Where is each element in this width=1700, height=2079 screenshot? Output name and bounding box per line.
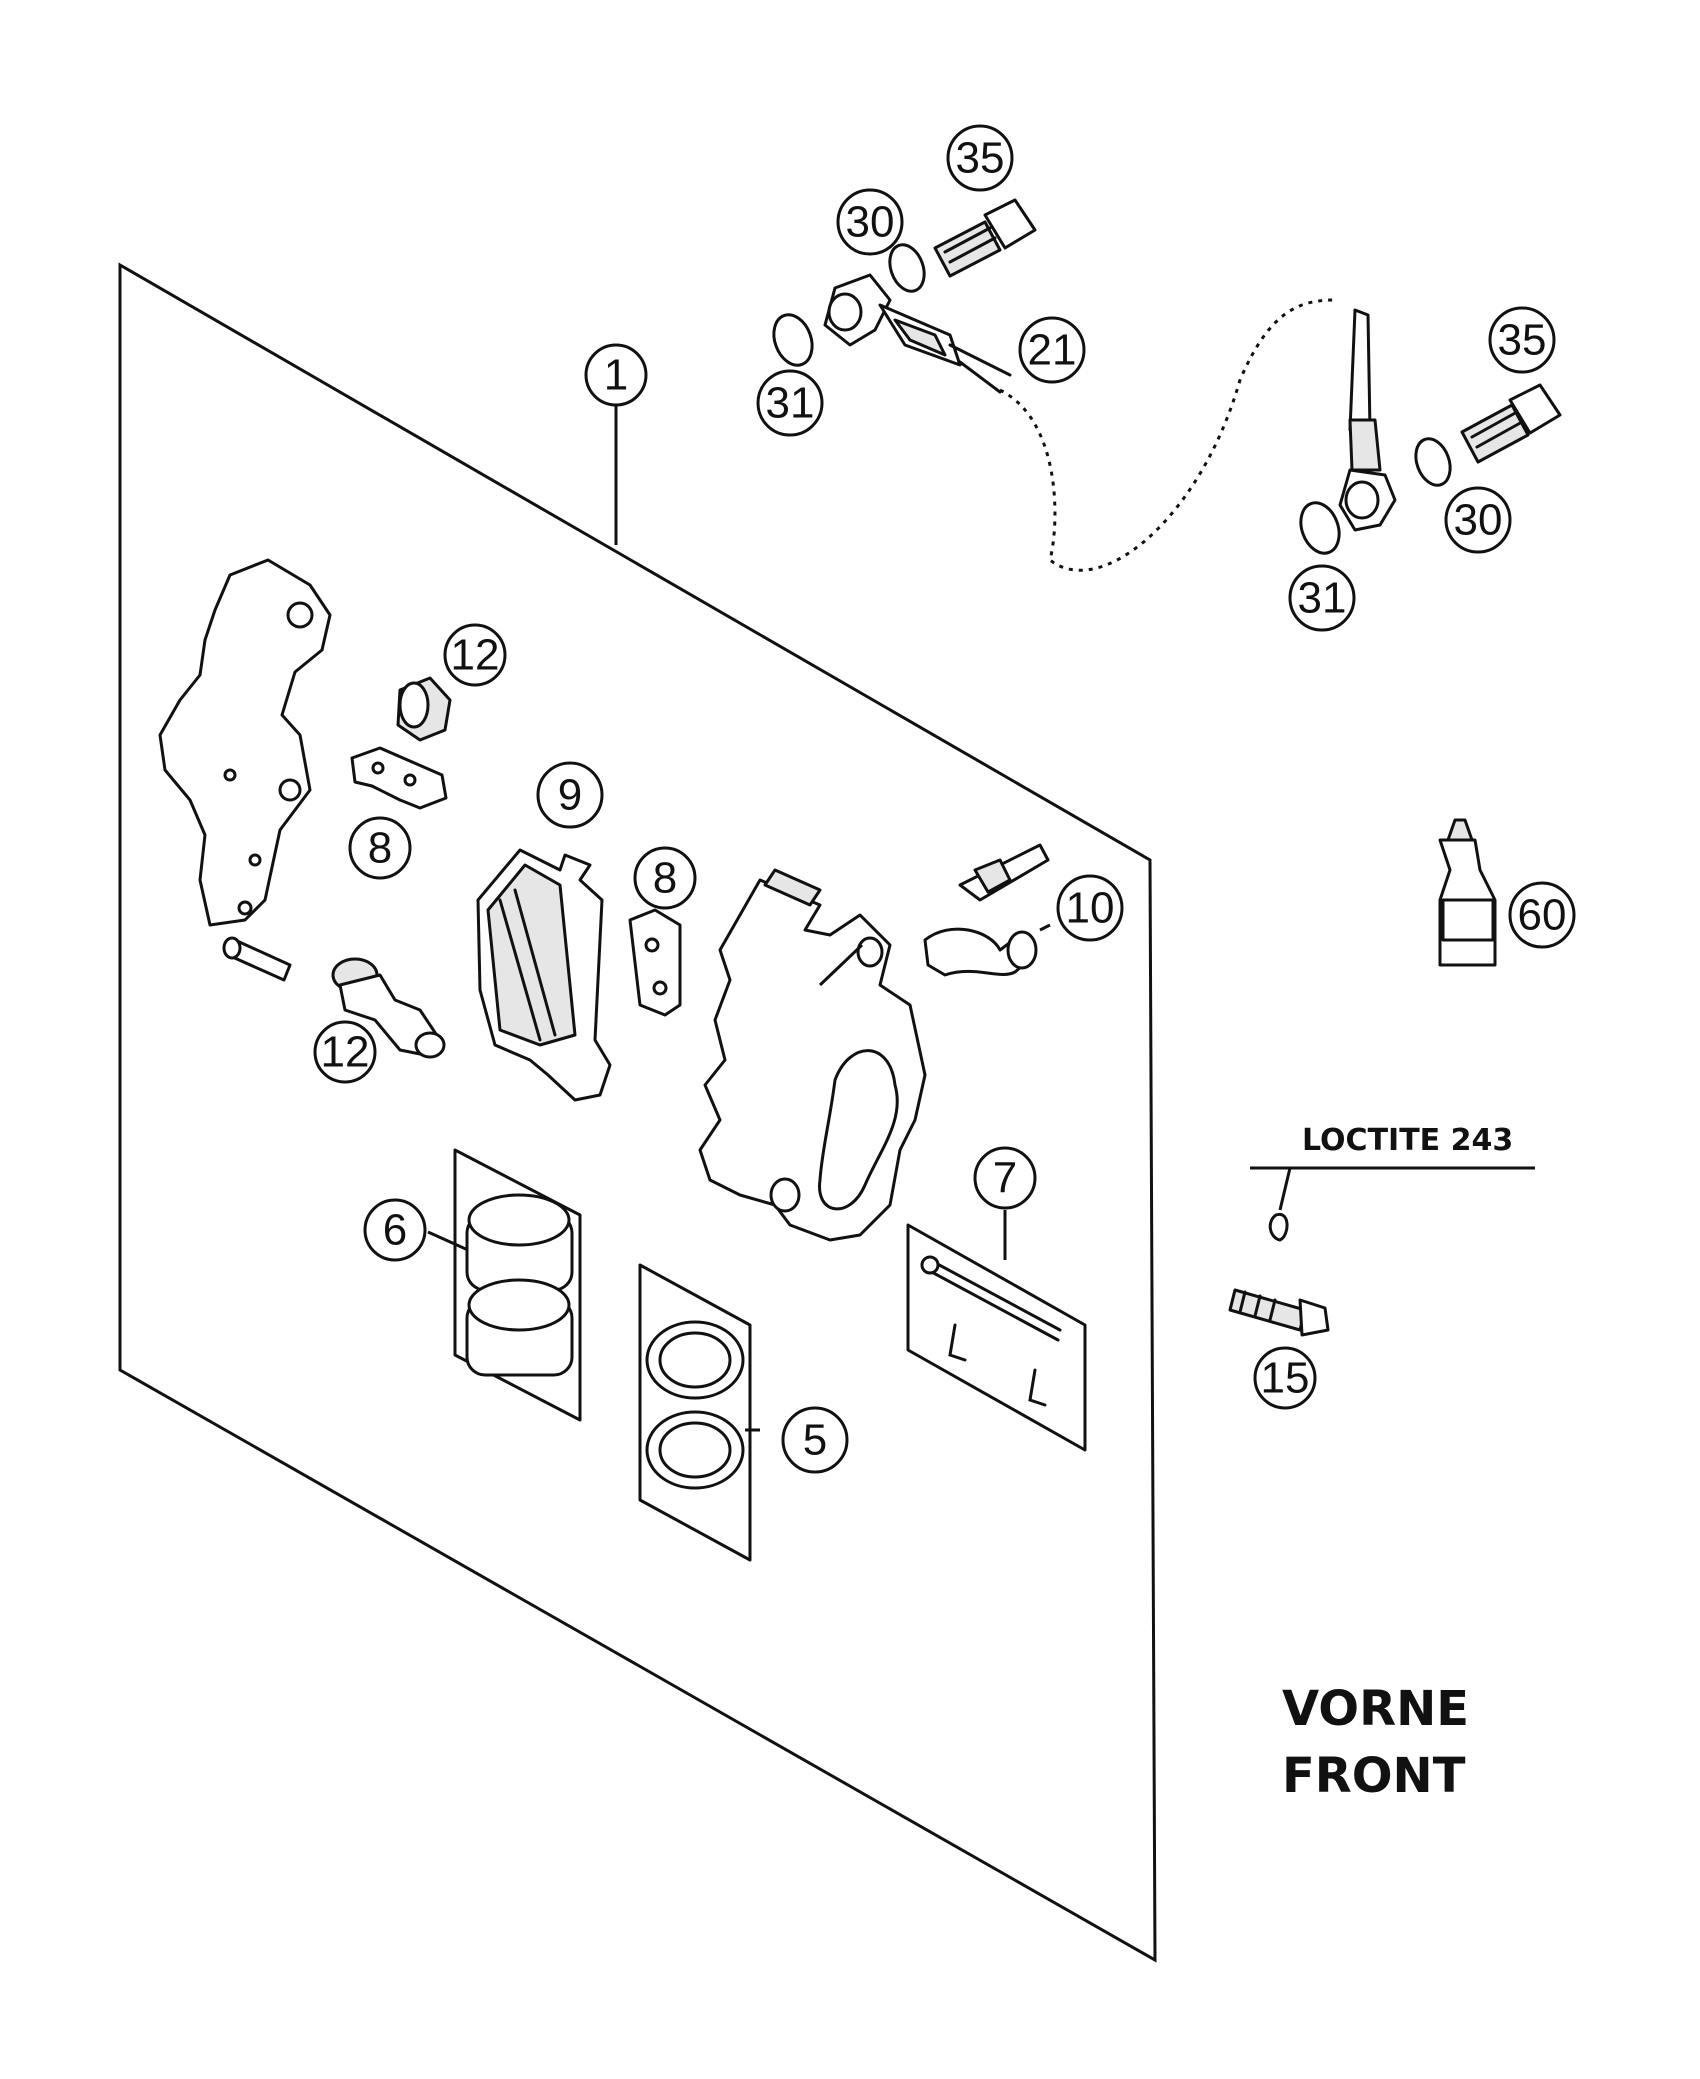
brake-line-lower-banjo (1338, 308, 1397, 532)
banjo-bolt-lower (1460, 383, 1562, 464)
svg-text:12: 12 (321, 1028, 370, 1077)
svg-text:21: 21 (1028, 326, 1077, 375)
pin-clip-kit (906, 1223, 1087, 1452)
svg-text:1: 1 (604, 351, 628, 400)
brake-pad (476, 848, 612, 1102)
callout-7: 7 (973, 1146, 1037, 1210)
pad-spring-middle (628, 908, 682, 1017)
callout-6: 6 (363, 1198, 427, 1262)
banjo-bolt-upper (933, 198, 1037, 278)
svg-text:31: 31 (1298, 574, 1347, 623)
callout-31-upper: 31 (756, 369, 824, 437)
callout-12-upper: 12 (443, 623, 507, 687)
seal-kit (638, 1263, 752, 1562)
callout-15: 15 (1253, 1346, 1317, 1410)
loctite-label: LOCTITE 243 (1302, 1123, 1513, 1158)
guide-pin-boot-lower (331, 957, 446, 1059)
svg-text:30: 30 (1454, 496, 1503, 545)
callout-9: 9 (536, 761, 604, 829)
caliper-bracket (158, 558, 332, 982)
svg-text:15: 15 (1261, 1354, 1310, 1403)
callout-35-upper: 35 (946, 124, 1014, 192)
svg-text:5: 5 (803, 1416, 827, 1465)
brake-line-upper-banjo (823, 273, 1012, 394)
loctite-bottle (1438, 818, 1497, 967)
callout-1: 1 (584, 343, 648, 407)
svg-text:9: 9 (558, 771, 582, 820)
svg-text:12: 12 (451, 631, 500, 680)
pad-spring-upper (350, 746, 448, 810)
svg-text:8: 8 (368, 824, 392, 873)
guide-pin-boot-upper (396, 676, 452, 742)
washer-upper-left (772, 313, 814, 367)
callout-5: 5 (781, 1406, 849, 1474)
svg-text:8: 8 (653, 854, 677, 903)
bleed-valve (923, 843, 1050, 977)
svg-text:60: 60 (1518, 891, 1567, 940)
callout-30-lower: 30 (1444, 486, 1512, 554)
callout-60: 60 (1508, 881, 1576, 949)
svg-text:10: 10 (1066, 884, 1115, 933)
callout-12-lower: 12 (313, 1020, 377, 1084)
callout-31-lower: 31 (1288, 564, 1356, 632)
svg-text:35: 35 (1498, 316, 1547, 365)
brake-hose-path (999, 298, 1336, 572)
svg-text:7: 7 (993, 1154, 1017, 1203)
caliper-bolt (1228, 1212, 1330, 1337)
callout-35-lower: 35 (1488, 306, 1556, 374)
washer-lower-right (1414, 437, 1452, 487)
svg-text:6: 6 (383, 1206, 407, 1255)
callout-21: 21 (1018, 316, 1086, 384)
piston-set (453, 1148, 582, 1422)
svg-text:30: 30 (846, 198, 895, 247)
svg-text:35: 35 (956, 134, 1005, 183)
callout-8-upper: 8 (348, 816, 412, 880)
washer-upper-right (888, 243, 926, 293)
location-label-en: FRONT (1282, 1748, 1466, 1804)
caliper-body (698, 868, 927, 1242)
svg-text:31: 31 (766, 379, 815, 428)
callout-8-middle: 8 (633, 846, 697, 910)
callout-30-upper: 30 (836, 188, 904, 256)
washer-lower-left (1299, 501, 1341, 555)
brake-caliper-kit-panel (118, 262, 1157, 1963)
callout-10: 10 (1056, 874, 1124, 942)
location-label-de: VORNE (1282, 1681, 1469, 1737)
